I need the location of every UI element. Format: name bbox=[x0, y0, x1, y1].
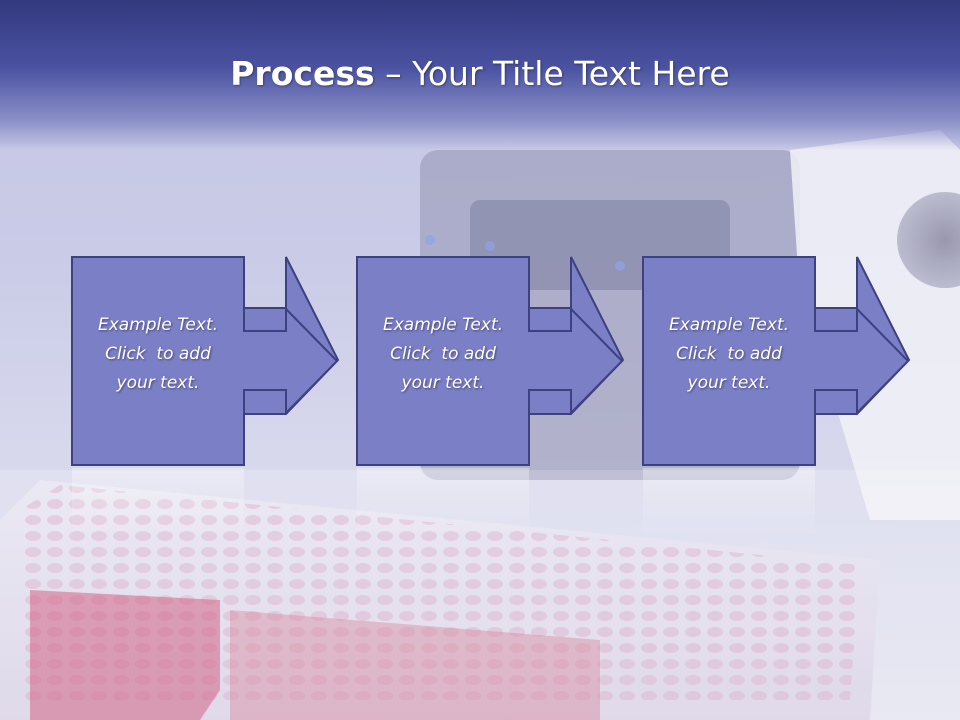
title-bold-text: Process bbox=[230, 54, 375, 93]
step-text-line: Click to add bbox=[390, 344, 496, 364]
light-dot bbox=[615, 261, 625, 271]
machine-lens bbox=[897, 192, 960, 288]
process-step-3-reflection bbox=[643, 468, 815, 538]
process-step-2-reflection bbox=[357, 468, 529, 538]
step-text-line: Example Text. bbox=[382, 315, 504, 335]
step-text-line: Click to add bbox=[676, 344, 782, 364]
red-tubes bbox=[30, 590, 220, 720]
title-rest-text: – Your Title Text Here bbox=[374, 54, 730, 93]
step-text-line: Example Text. bbox=[97, 315, 219, 335]
process-step-3-text[interactable]: Example Text. Click to add your text. bbox=[643, 311, 815, 398]
title-bar bbox=[0, 0, 960, 150]
well-plate-wells bbox=[20, 485, 860, 700]
step-text-line: your text. bbox=[116, 373, 200, 393]
step-text-line: your text. bbox=[687, 373, 771, 393]
red-tubes bbox=[230, 610, 600, 720]
light-dot bbox=[485, 241, 495, 251]
step-text-line: your text. bbox=[401, 373, 485, 393]
process-step-2-text[interactable]: Example Text. Click to add your text. bbox=[357, 311, 529, 398]
step-text-line: Example Text. bbox=[668, 315, 790, 335]
slide-title[interactable]: Process – Your Title Text Here bbox=[0, 52, 960, 96]
step-text-line: Click to add bbox=[105, 344, 211, 364]
process-step-1-reflection bbox=[72, 468, 244, 538]
light-dot bbox=[425, 235, 435, 245]
process-step-1-text[interactable]: Example Text. Click to add your text. bbox=[72, 311, 244, 398]
